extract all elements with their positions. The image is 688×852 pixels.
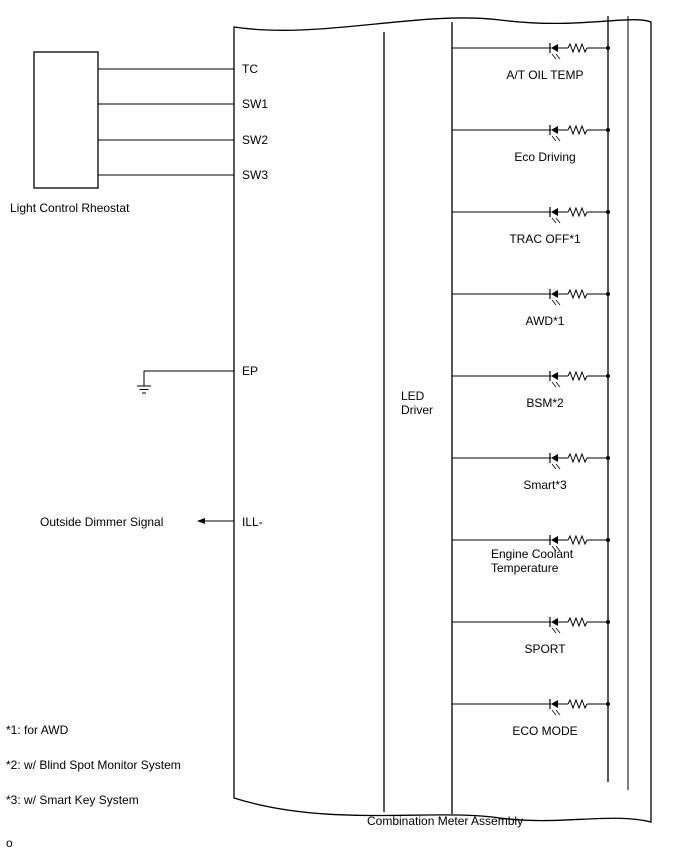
junction-dot (606, 374, 610, 378)
terminal-ill: ILL- (242, 515, 263, 529)
led-diode-icon (551, 208, 558, 216)
junction-dot (606, 538, 610, 542)
led-light-arrow-icon (555, 463, 561, 470)
led-light-arrow-icon (551, 463, 557, 470)
junction-dot (606, 620, 610, 624)
indicator-label: Eco Driving (514, 150, 575, 164)
led-diode-icon (551, 454, 558, 462)
resistor-icon (567, 452, 588, 464)
resistor-icon (567, 288, 588, 300)
figure-code: o (6, 836, 13, 850)
led-row: ECO MODE (452, 698, 610, 738)
led-row: AWD*1 (452, 288, 610, 328)
note-1: *1: for AWD (6, 723, 69, 737)
led-light-arrow-icon (551, 135, 557, 142)
indicator-label: BSM*2 (526, 396, 564, 410)
led-light-arrow-icon (555, 299, 561, 306)
led-light-arrow-icon (551, 217, 557, 224)
indicator-label-line2: Temperature (491, 561, 559, 575)
terminal-sw2: SW2 (242, 133, 268, 147)
terminal-tc: TC (242, 62, 258, 76)
led-diode-icon (551, 126, 558, 134)
terminal-sw1: SW1 (242, 97, 268, 111)
junction-dot (606, 210, 610, 214)
junction-dot (606, 46, 610, 50)
resistor-icon (567, 206, 588, 218)
led-light-arrow-icon (555, 709, 561, 716)
indicator-label: SPORT (524, 642, 566, 656)
led-row: Smart*3 (452, 452, 610, 492)
led-light-arrow-icon (555, 217, 561, 224)
junction-dot (606, 292, 610, 296)
led-light-arrow-icon (551, 53, 557, 60)
resistor-icon (567, 124, 588, 136)
indicator-label: AWD*1 (526, 314, 565, 328)
indicator-label: A/T OIL TEMP (506, 68, 583, 82)
resistor-icon (567, 616, 588, 628)
rheostat-label: Light Control Rheostat (10, 201, 130, 215)
led-driver-label-line1: LED (401, 389, 425, 403)
led-diode-icon (551, 372, 558, 380)
terminal-ep: EP (242, 364, 258, 378)
ground-icon (137, 385, 151, 394)
led-diode-icon (551, 618, 558, 626)
led-row: SPORT (452, 616, 610, 656)
junction-dot (606, 456, 610, 460)
led-diode-icon (551, 700, 558, 708)
led-light-arrow-icon (551, 709, 557, 716)
resistor-icon (567, 42, 588, 54)
led-diode-icon (551, 290, 558, 298)
indicator-label: ECO MODE (512, 724, 577, 738)
terminal-sw3: SW3 (242, 168, 268, 182)
led-row: TRAC OFF*1 (452, 206, 610, 246)
outside-dimmer-label: Outside Dimmer Signal (40, 515, 163, 529)
led-row: Eco Driving (452, 124, 610, 164)
indicator-label: TRAC OFF*1 (509, 232, 581, 246)
junction-dot (606, 702, 610, 706)
note-3: *3: w/ Smart Key System (6, 793, 139, 807)
led-light-arrow-icon (551, 627, 557, 634)
led-row: BSM*2 (452, 370, 610, 410)
rheostat-box (33, 51, 99, 189)
led-diode-icon (551, 536, 558, 544)
led-light-arrow-icon (555, 381, 561, 388)
resistor-icon (567, 534, 588, 546)
junction-dot (606, 128, 610, 132)
led-light-arrow-icon (555, 53, 561, 60)
resistor-icon (567, 698, 588, 710)
led-driver-label-line2: Driver (401, 403, 433, 417)
led-light-arrow-icon (551, 299, 557, 306)
indicator-label: Engine Coolant (491, 547, 574, 561)
resistor-icon (567, 370, 588, 382)
led-light-arrow-icon (555, 627, 561, 634)
led-light-arrow-icon (555, 545, 561, 552)
note-2: *2: w/ Blind Spot Monitor System (6, 758, 181, 772)
meter-assembly-label: Combination Meter Assembly (367, 814, 523, 828)
led-light-arrow-icon (555, 135, 561, 142)
arrow-left-icon (197, 518, 205, 524)
meter-outline (233, 17, 652, 823)
led-row: A/T OIL TEMP (452, 42, 610, 82)
led-diode-icon (551, 44, 558, 52)
led-light-arrow-icon (551, 545, 557, 552)
led-light-arrow-icon (551, 381, 557, 388)
indicator-label: Smart*3 (523, 478, 567, 492)
